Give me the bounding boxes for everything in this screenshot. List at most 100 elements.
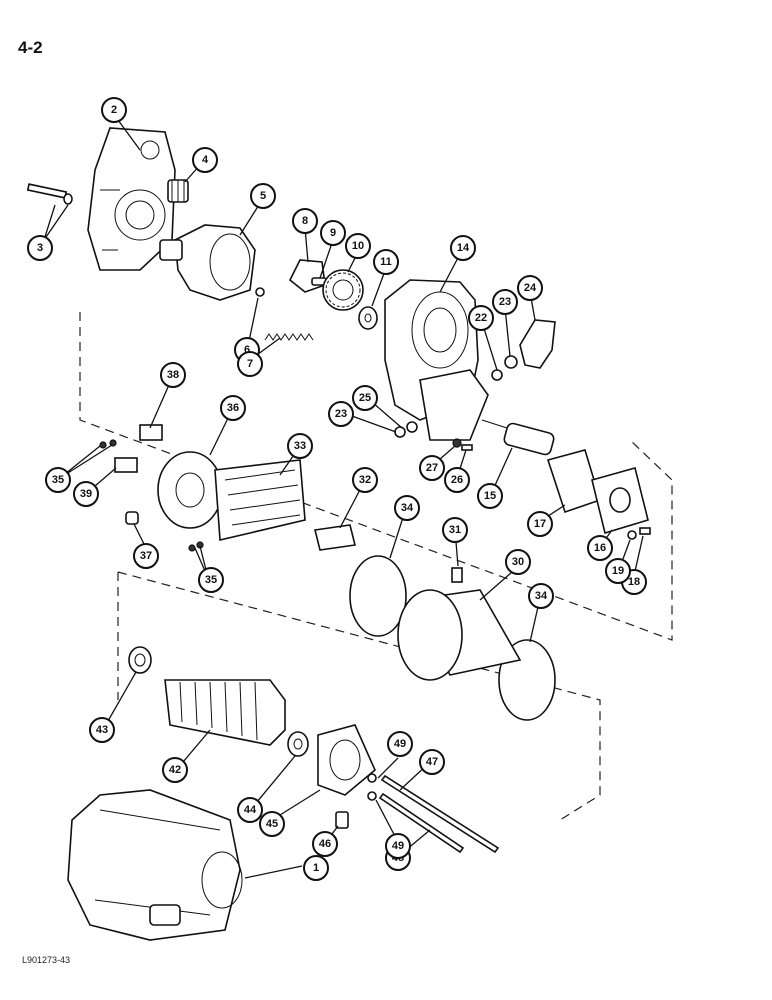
part-field-coils bbox=[214, 459, 306, 541]
callout-9: 9 bbox=[320, 220, 346, 246]
part-screw-35-c bbox=[188, 544, 196, 552]
svg-text:27: 27 bbox=[426, 462, 438, 474]
callout-5: 5 bbox=[250, 183, 276, 209]
callout-32: 32 bbox=[352, 467, 378, 493]
part-bearing-rear bbox=[287, 731, 309, 757]
svg-text:24: 24 bbox=[524, 282, 537, 294]
svg-text:33: 33 bbox=[294, 440, 306, 452]
part-washer-49-lower bbox=[367, 791, 377, 801]
part-gear-housing bbox=[384, 279, 489, 441]
callout-49-lower: 49 bbox=[385, 833, 411, 859]
part-washer-19 bbox=[627, 530, 637, 540]
part-nut-27 bbox=[452, 438, 462, 448]
part-spring bbox=[264, 333, 314, 341]
svg-text:47: 47 bbox=[426, 756, 438, 768]
svg-text:38: 38 bbox=[167, 369, 179, 381]
part-plunger bbox=[481, 419, 555, 456]
svg-text:9: 9 bbox=[330, 227, 336, 239]
svg-text:4: 4 bbox=[202, 154, 209, 166]
svg-text:23: 23 bbox=[335, 408, 347, 420]
part-o-ring-front bbox=[349, 555, 407, 637]
callout-34-rear: 34 bbox=[528, 583, 554, 609]
callout-47: 47 bbox=[419, 749, 445, 775]
svg-text:34: 34 bbox=[535, 590, 548, 602]
callout-38: 38 bbox=[160, 362, 186, 388]
svg-text:3: 3 bbox=[37, 242, 43, 254]
svg-text:23: 23 bbox=[499, 296, 511, 308]
svg-text:15: 15 bbox=[484, 490, 496, 502]
svg-text:25: 25 bbox=[359, 392, 371, 404]
part-pole-shoe bbox=[314, 524, 356, 551]
callout-15: 15 bbox=[477, 483, 503, 509]
svg-text:31: 31 bbox=[449, 524, 461, 536]
lower-group-outline bbox=[117, 571, 601, 821]
callout-39: 39 bbox=[73, 481, 99, 507]
svg-text:16: 16 bbox=[594, 542, 606, 554]
callout-42: 42 bbox=[162, 757, 188, 783]
part-drive-clutch bbox=[159, 224, 256, 301]
part-washer bbox=[358, 306, 378, 330]
part-solenoid-cover bbox=[591, 467, 649, 535]
callout-1: 1 bbox=[303, 855, 329, 881]
callout-23-lower: 23 bbox=[328, 401, 354, 427]
part-end-nut bbox=[335, 811, 349, 829]
svg-text:6: 6 bbox=[244, 344, 250, 356]
svg-text:5: 5 bbox=[260, 190, 266, 202]
callout-37: 37 bbox=[133, 543, 159, 569]
callout-27: 27 bbox=[419, 455, 445, 481]
part-retainer bbox=[288, 259, 326, 293]
part-screw-26 bbox=[461, 444, 473, 451]
part-plug bbox=[125, 511, 139, 525]
callout-4: 4 bbox=[192, 147, 218, 173]
svg-text:35: 35 bbox=[205, 574, 217, 586]
part-end-cover bbox=[317, 724, 376, 796]
part-brush-plate bbox=[157, 451, 223, 529]
part-bolt-and-washer bbox=[26, 183, 73, 205]
callout-23-top: 23 bbox=[492, 289, 518, 315]
callout-31: 31 bbox=[442, 517, 468, 543]
callout-11: 11 bbox=[373, 249, 399, 275]
part-washer-25 bbox=[406, 421, 418, 433]
callout-2: 2 bbox=[101, 97, 127, 123]
part-washer-49-upper bbox=[367, 773, 377, 783]
callout-34-front: 34 bbox=[394, 495, 420, 521]
svg-text:44: 44 bbox=[244, 804, 257, 816]
svg-text:8: 8 bbox=[302, 215, 308, 227]
svg-text:32: 32 bbox=[359, 474, 371, 486]
svg-text:7: 7 bbox=[247, 358, 253, 370]
part-armature bbox=[164, 679, 286, 746]
svg-text:19: 19 bbox=[612, 565, 624, 577]
svg-text:49: 49 bbox=[392, 840, 404, 852]
callout-35-left: 35 bbox=[45, 467, 71, 493]
part-idler-gear bbox=[322, 269, 364, 311]
svg-text:35: 35 bbox=[52, 474, 64, 486]
figure-code: L901273-43 bbox=[22, 955, 71, 965]
callout-3: 3 bbox=[27, 235, 53, 261]
callout-26: 26 bbox=[444, 467, 470, 493]
callout-24: 24 bbox=[517, 275, 543, 301]
callout-25: 25 bbox=[352, 385, 378, 411]
callout-8: 8 bbox=[292, 208, 318, 234]
callout-14: 14 bbox=[450, 235, 476, 261]
upper-group-outline bbox=[79, 312, 673, 641]
svg-text:26: 26 bbox=[451, 474, 463, 486]
page-number: 4-2 bbox=[18, 38, 43, 57]
callout-16: 16 bbox=[587, 535, 613, 561]
callout-36: 36 bbox=[220, 395, 246, 421]
callout-49-upper: 49 bbox=[387, 731, 413, 757]
callout-30: 30 bbox=[505, 549, 531, 575]
callout-19: 19 bbox=[605, 558, 631, 584]
part-ball bbox=[255, 287, 265, 297]
svg-text:42: 42 bbox=[169, 764, 181, 776]
svg-text:18: 18 bbox=[628, 576, 640, 588]
callout-44: 44 bbox=[237, 797, 263, 823]
part-through-bolt-48 bbox=[378, 792, 465, 854]
part-field-frame bbox=[397, 589, 522, 681]
callout-17: 17 bbox=[527, 511, 553, 537]
part-pole-screw bbox=[451, 567, 463, 583]
svg-text:36: 36 bbox=[227, 402, 239, 414]
svg-text:14: 14 bbox=[457, 242, 470, 254]
part-pinion-gear bbox=[167, 179, 189, 203]
callout-33: 33 bbox=[287, 433, 313, 459]
